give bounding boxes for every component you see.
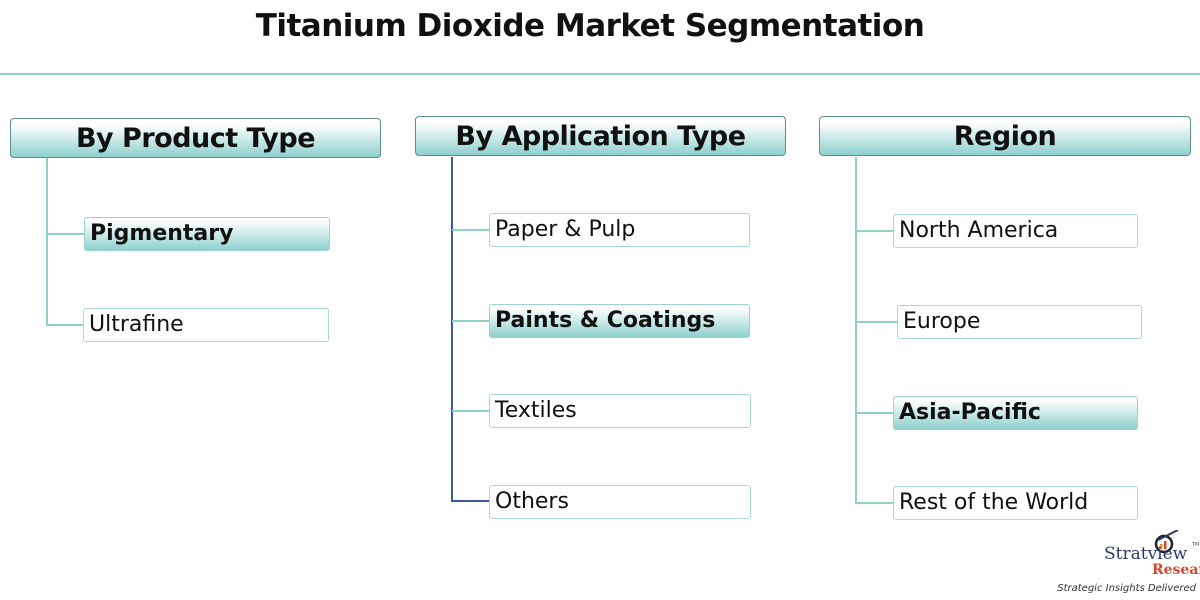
logo-tm: TM	[1192, 542, 1200, 548]
segment-paints-coatings: Paints & Coatings	[489, 304, 750, 338]
connector	[855, 157, 857, 504]
header-product-type: By Product Type	[10, 118, 381, 158]
header-region: Region	[819, 116, 1191, 156]
connector	[452, 500, 489, 502]
header-application-type: By Application Type	[415, 116, 786, 156]
connector	[46, 324, 83, 326]
connector	[452, 320, 489, 322]
connector	[46, 233, 84, 235]
stratview-logo: Stratview TM Research	[1100, 528, 1200, 582]
connector	[451, 157, 453, 502]
connector	[452, 229, 489, 231]
title-divider	[0, 73, 1200, 75]
magnifier-chart-icon	[1154, 530, 1179, 554]
segment-ultrafine: Ultrafine	[83, 308, 329, 342]
connector	[856, 502, 893, 504]
segment-textiles: Textiles	[489, 394, 751, 428]
segment-asia-pacific: Asia-Pacific	[893, 396, 1138, 430]
connector	[856, 230, 893, 232]
segment-pigmentary: Pigmentary	[84, 217, 330, 251]
connector	[452, 410, 489, 412]
segment-north-america: North America	[893, 214, 1138, 248]
connector	[856, 412, 893, 414]
segment-paper-pulp: Paper & Pulp	[489, 213, 750, 247]
page-title: Titanium Dioxide Market Segmentation	[255, 8, 925, 44]
segment-rest-of-world: Rest of the World	[893, 486, 1138, 520]
logo-sub: Research	[1152, 562, 1200, 578]
connector	[856, 321, 897, 323]
segment-europe: Europe	[897, 305, 1142, 339]
logo-name: Stratview	[1104, 544, 1188, 564]
connector	[46, 158, 48, 326]
logo-tagline: Strategic Insights Delivered	[1057, 583, 1196, 594]
segment-others: Others	[489, 485, 751, 519]
